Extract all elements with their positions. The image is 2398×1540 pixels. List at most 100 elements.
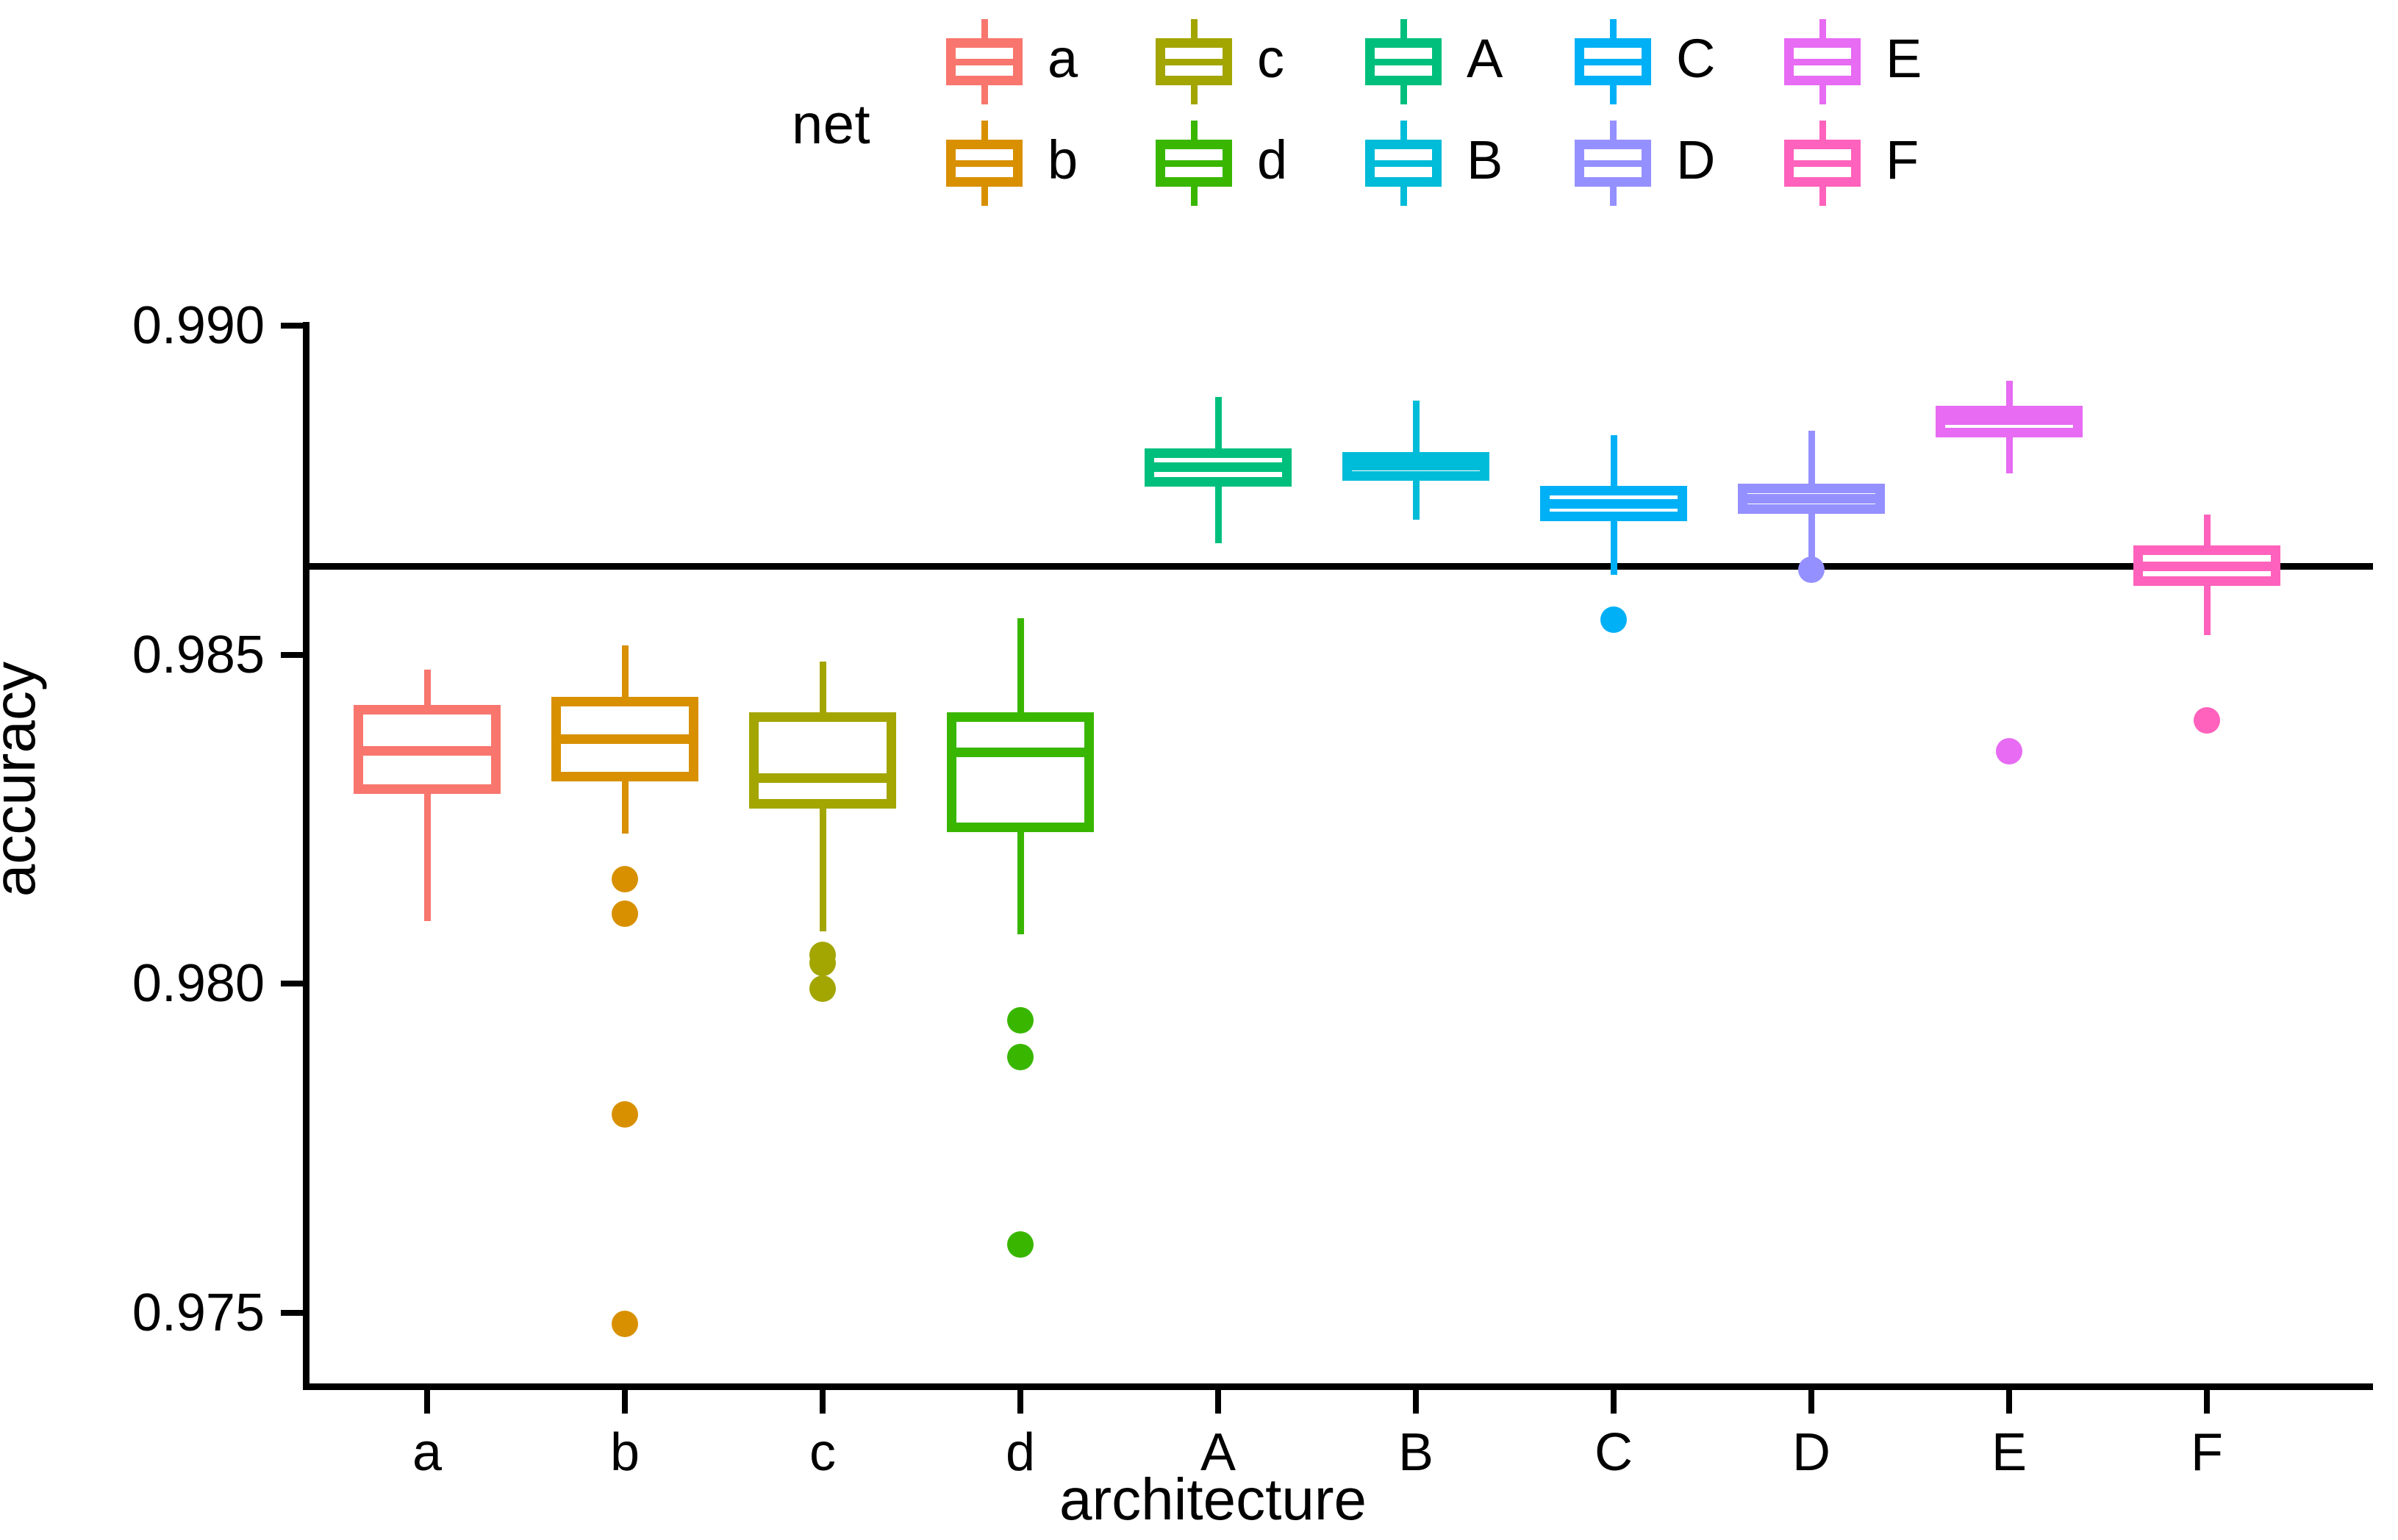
x-tick-mark <box>1215 1390 1221 1414</box>
whisker-lower <box>2006 437 2013 473</box>
legend-key-a-icon <box>937 16 1031 104</box>
legend-key-D-icon <box>1566 118 1660 206</box>
legend-key-B-icon <box>1356 118 1450 206</box>
legend-item-C[interactable]: C <box>1566 16 1764 104</box>
whisker-lower <box>1017 832 1024 935</box>
whisker-upper <box>622 645 629 697</box>
x-tick-mark <box>1413 1390 1419 1414</box>
x-tick-label-c: c <box>809 1423 836 1482</box>
whisker-upper <box>2204 514 2211 546</box>
legend-item-F[interactable]: F <box>1775 118 1974 206</box>
x-tick-label-C: C <box>1595 1423 1633 1482</box>
outlier-point <box>612 1311 638 1338</box>
median-line <box>1145 462 1292 472</box>
whisker-upper <box>1017 617 1024 712</box>
y-tick-mark <box>281 1310 304 1316</box>
y-axis-title: accuracy <box>0 661 47 898</box>
x-axis-line <box>303 1383 2373 1390</box>
box <box>1342 451 1489 481</box>
outlier-point <box>612 1100 638 1128</box>
legend-key-c-icon <box>1147 16 1241 104</box>
outlier-point <box>2194 707 2220 734</box>
legend-item-D[interactable]: D <box>1566 118 1764 206</box>
whisker-lower <box>820 809 826 931</box>
x-tick-mark <box>1611 1390 1617 1414</box>
x-tick-label-d: d <box>1005 1423 1036 1482</box>
legend-key-C-icon <box>1566 16 1660 104</box>
x-tick-mark <box>2006 1390 2012 1414</box>
median-line <box>1342 461 1489 471</box>
legend-label-D: D <box>1676 129 1716 190</box>
legend-item-A[interactable]: A <box>1356 16 1555 104</box>
legend-key-d-icon <box>1147 118 1241 206</box>
whisker-upper <box>1215 396 1222 448</box>
legend-item-B[interactable]: B <box>1356 118 1555 206</box>
median-line <box>2133 562 2280 572</box>
x-tick-mark <box>622 1390 628 1414</box>
x-tick-label-E: E <box>1991 1423 2027 1482</box>
whisker-upper <box>2006 381 2013 407</box>
whisker-lower <box>622 781 629 834</box>
whisker-lower <box>2204 585 2211 635</box>
median-line <box>1936 415 2083 426</box>
y-tick-label: 0.985 <box>132 625 265 684</box>
x-tick-mark <box>1017 1390 1023 1414</box>
legend-item-d[interactable]: d <box>1147 118 1345 206</box>
y-axis-line <box>303 322 309 1389</box>
x-tick-mark <box>2204 1390 2210 1414</box>
legend-key-A-icon <box>1356 16 1450 104</box>
whisker-upper <box>424 670 431 705</box>
x-tick-label-B: B <box>1397 1423 1434 1482</box>
outlier-point <box>1007 1231 1034 1258</box>
legend-key-b-icon <box>937 118 1031 206</box>
median-line <box>354 745 501 756</box>
median-line <box>1540 499 1687 509</box>
outlier-point <box>612 900 638 927</box>
whisker-upper <box>1808 431 1815 484</box>
x-tick-label-F: F <box>2191 1423 2223 1482</box>
legend-item-a[interactable]: a <box>937 16 1136 104</box>
whisker-upper <box>1611 434 1617 487</box>
box <box>749 712 896 809</box>
legend-label-d: d <box>1257 129 1288 190</box>
whisker-lower <box>1611 520 1617 576</box>
x-tick-mark <box>1808 1390 1814 1414</box>
plot-area <box>307 323 2373 1389</box>
median-line <box>947 747 1094 757</box>
legend-label-E: E <box>1886 28 1922 89</box>
y-tick-label: 0.990 <box>132 296 265 355</box>
legend-label-B: B <box>1467 129 1503 190</box>
whisker-lower <box>1808 514 1815 570</box>
legend-key-F-icon <box>1775 118 1869 206</box>
x-tick-label-a: a <box>412 1423 443 1482</box>
y-tick-mark <box>281 981 304 987</box>
legend-item-b[interactable]: b <box>937 118 1136 206</box>
outlier-point <box>1996 738 2022 765</box>
legend-label-A: A <box>1467 28 1503 89</box>
outlier-point <box>1798 556 1825 584</box>
x-tick-mark <box>820 1390 826 1414</box>
legend-item-c[interactable]: c <box>1147 16 1345 104</box>
whisker-lower <box>1215 487 1222 544</box>
y-tick-mark <box>281 651 304 658</box>
box <box>1145 448 1292 487</box>
outlier-point <box>809 949 836 976</box>
whisker-upper <box>820 661 826 712</box>
median-line <box>1738 493 1885 504</box>
legend-label-b: b <box>1048 129 1078 190</box>
whisker-lower <box>424 794 431 922</box>
x-tick-label-A: A <box>1200 1423 1236 1482</box>
x-axis-title: architecture <box>1059 1466 1367 1532</box>
median-line <box>551 734 698 744</box>
y-tick-label: 0.975 <box>132 1283 265 1342</box>
outlier-point <box>809 975 836 1003</box>
legend-item-E[interactable]: E <box>1775 16 1974 104</box>
legend-title: net <box>792 93 871 156</box>
box <box>1936 406 2083 438</box>
outlier-point <box>1600 606 1627 634</box>
whisker-upper <box>1413 401 1420 452</box>
legend-label-C: C <box>1676 28 1716 89</box>
legend-label-F: F <box>1886 129 1919 190</box>
